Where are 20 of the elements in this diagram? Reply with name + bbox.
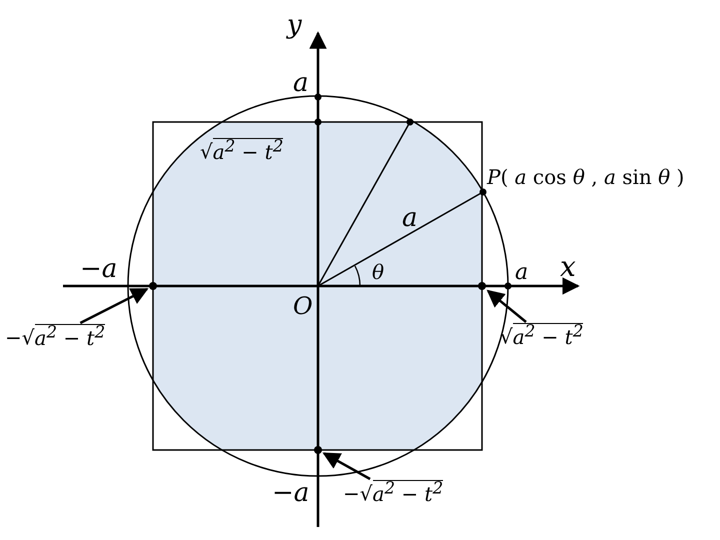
tick-label: a — [293, 70, 309, 96]
leader-arrow — [486, 290, 527, 323]
tick-label: −a — [80, 256, 118, 282]
root-label: √a$^{2}$ − t$^{2}$ — [500, 323, 584, 347]
angle-label: θ — [372, 262, 384, 282]
point-label: P( a cos θ , a sin θ ) — [487, 167, 684, 187]
tick-label: −a — [272, 480, 310, 506]
point-dot — [314, 446, 322, 454]
leader-arrow — [322, 452, 371, 480]
root-label: −√a$^{2}$ − t$^{2}$ — [5, 324, 106, 348]
axis-label: y — [287, 12, 302, 38]
leader-arrow — [80, 288, 149, 324]
point-dot — [478, 282, 486, 290]
origin-label: O — [293, 294, 313, 318]
axis-label: x — [560, 253, 576, 281]
radius-label: a — [402, 205, 418, 231]
tick-label: a — [515, 262, 528, 284]
root-label: −√a$^{2}$ − t$^{2}$ — [343, 480, 444, 504]
root-label: √a$^{2}$ − t$^{2}$ — [200, 138, 284, 162]
point-dot — [149, 282, 157, 290]
